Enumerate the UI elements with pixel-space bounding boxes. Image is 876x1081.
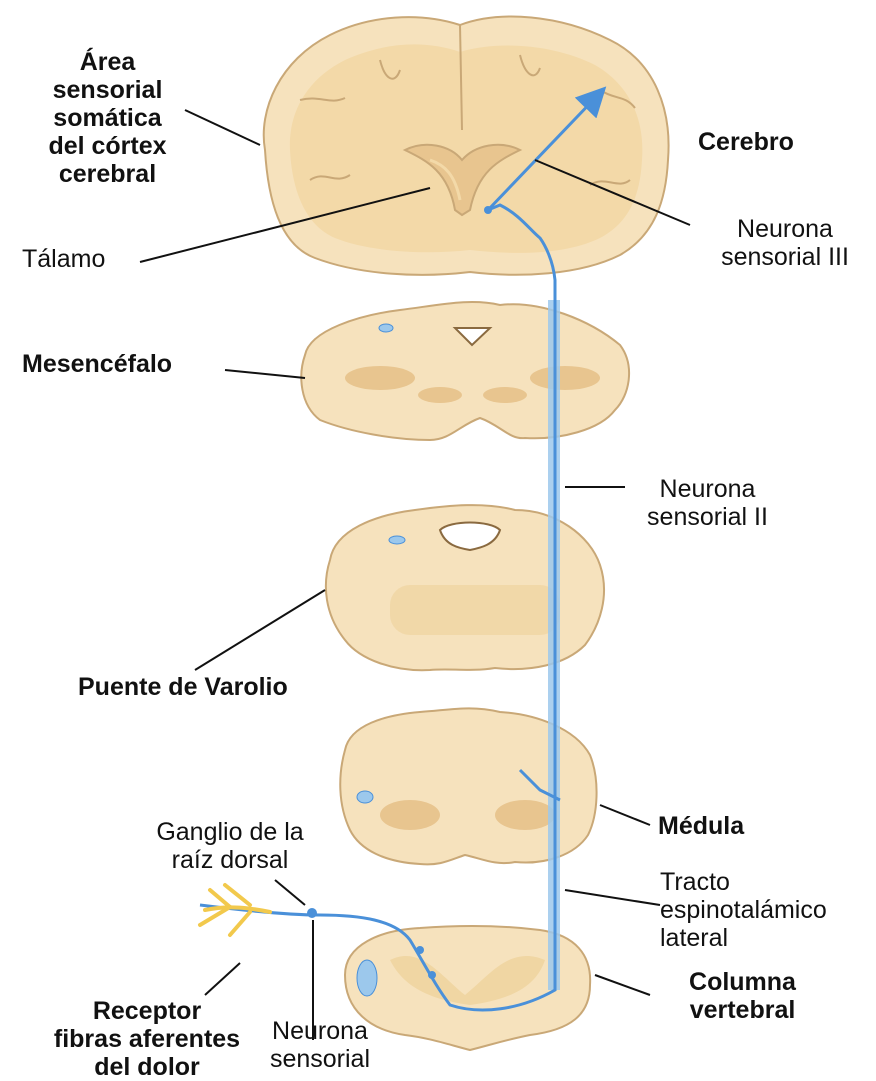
label-line: Tracto [660,868,827,896]
label-area-sensorial: Área sensorial somática del córtex cereb… [15,48,200,188]
label-line: Columna [655,968,830,996]
label-line: somática [15,104,200,132]
label-neurona-iii: Neurona sensorial III [700,215,870,271]
label-line: sensorial [250,1045,390,1073]
label-tracto: Tracto espinotalámico lateral [660,868,827,952]
dorsal-root-ganglion-cell [307,908,317,918]
label-neurona-sensorial: Neurona sensorial [250,1017,390,1073]
label-columna: Columna vertebral [655,968,830,1024]
second-order-neuron-cell [416,946,424,954]
label-medula: Médula [658,812,744,840]
label-ganglio: Ganglio de la raíz dorsal [130,818,330,874]
label-line: vertebral [655,996,830,1024]
label-talamo: Tálamo [22,245,105,273]
midbrain-section [301,302,629,440]
label-line: Neurona [250,1017,390,1045]
label-line: sensorial [15,76,200,104]
label-line: cerebral [15,160,200,188]
label-line: fibras aferentes [42,1025,252,1053]
label-mesencefalo: Mesencéfalo [22,350,172,378]
label-puente: Puente de Varolio [78,673,288,701]
label-line: sensorial III [700,243,870,271]
label-receptor: Receptor fibras aferentes del dolor [42,997,252,1081]
cerebrum-section [264,17,669,275]
label-line: del córtex [15,132,200,160]
label-line: Ganglio de la [130,818,330,846]
label-line: lateral [660,924,827,952]
label-neurona-ii: Neurona sensorial II [625,475,790,531]
label-line: del dolor [42,1053,252,1081]
label-line: Área [15,48,200,76]
label-cerebro: Cerebro [698,128,794,156]
label-line: sensorial II [625,503,790,531]
label-line: Receptor [42,997,252,1025]
label-line: raíz dorsal [130,846,330,874]
synapse-cell [428,971,436,979]
label-line: Neurona [625,475,790,503]
thalamus-neuron-cell [484,206,492,214]
pons-section [326,505,604,670]
label-line: espinotalámico [660,896,827,924]
label-line: Neurona [700,215,870,243]
